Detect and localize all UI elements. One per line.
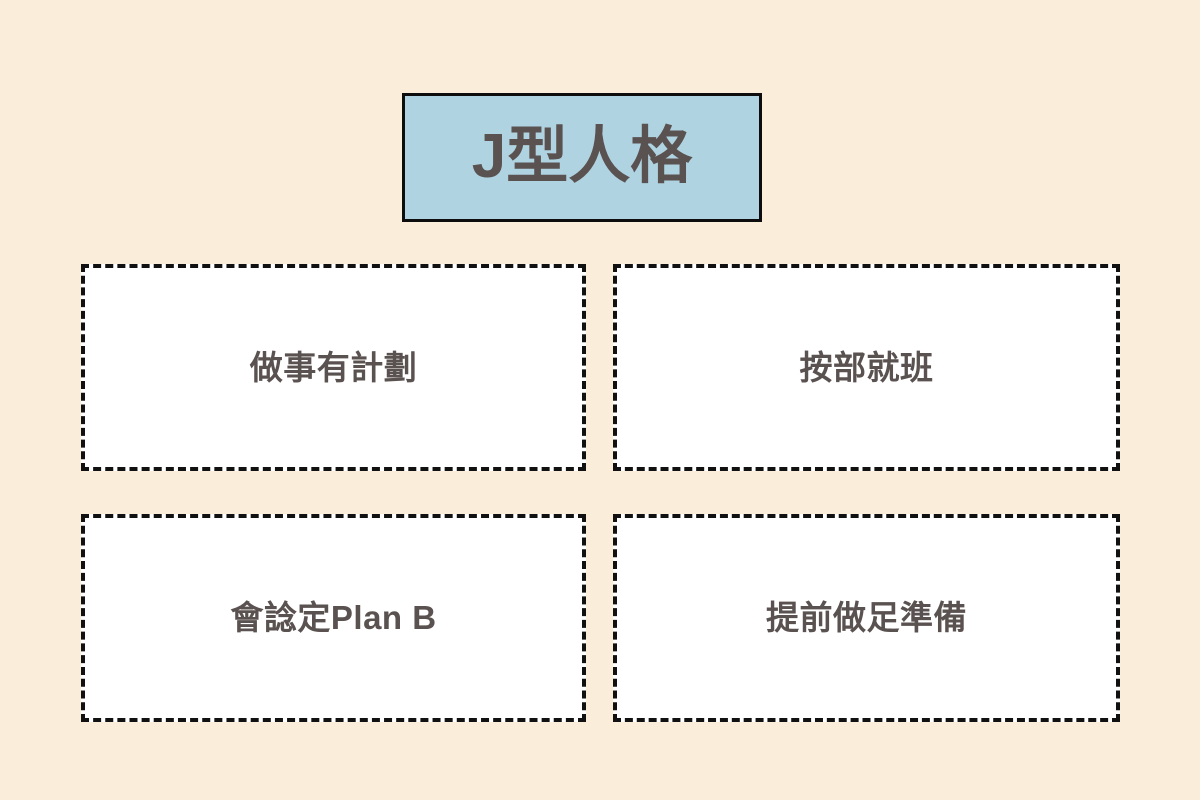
trait-card-3-label: 會諗定Plan B	[230, 599, 437, 637]
trait-card-2-label: 按部就班	[799, 348, 934, 386]
page-title: J型人格	[471, 121, 693, 191]
title-banner: J型人格	[402, 93, 762, 222]
trait-card-2: 按部就班	[613, 264, 1120, 471]
trait-card-4: 提前做足準備	[613, 514, 1120, 722]
trait-card-4-label: 提前做足準備	[766, 599, 967, 637]
trait-card-1-label: 做事有計劃	[249, 348, 418, 386]
trait-card-1: 做事有計劃	[81, 264, 586, 471]
trait-card-3: 會諗定Plan B	[81, 514, 586, 722]
